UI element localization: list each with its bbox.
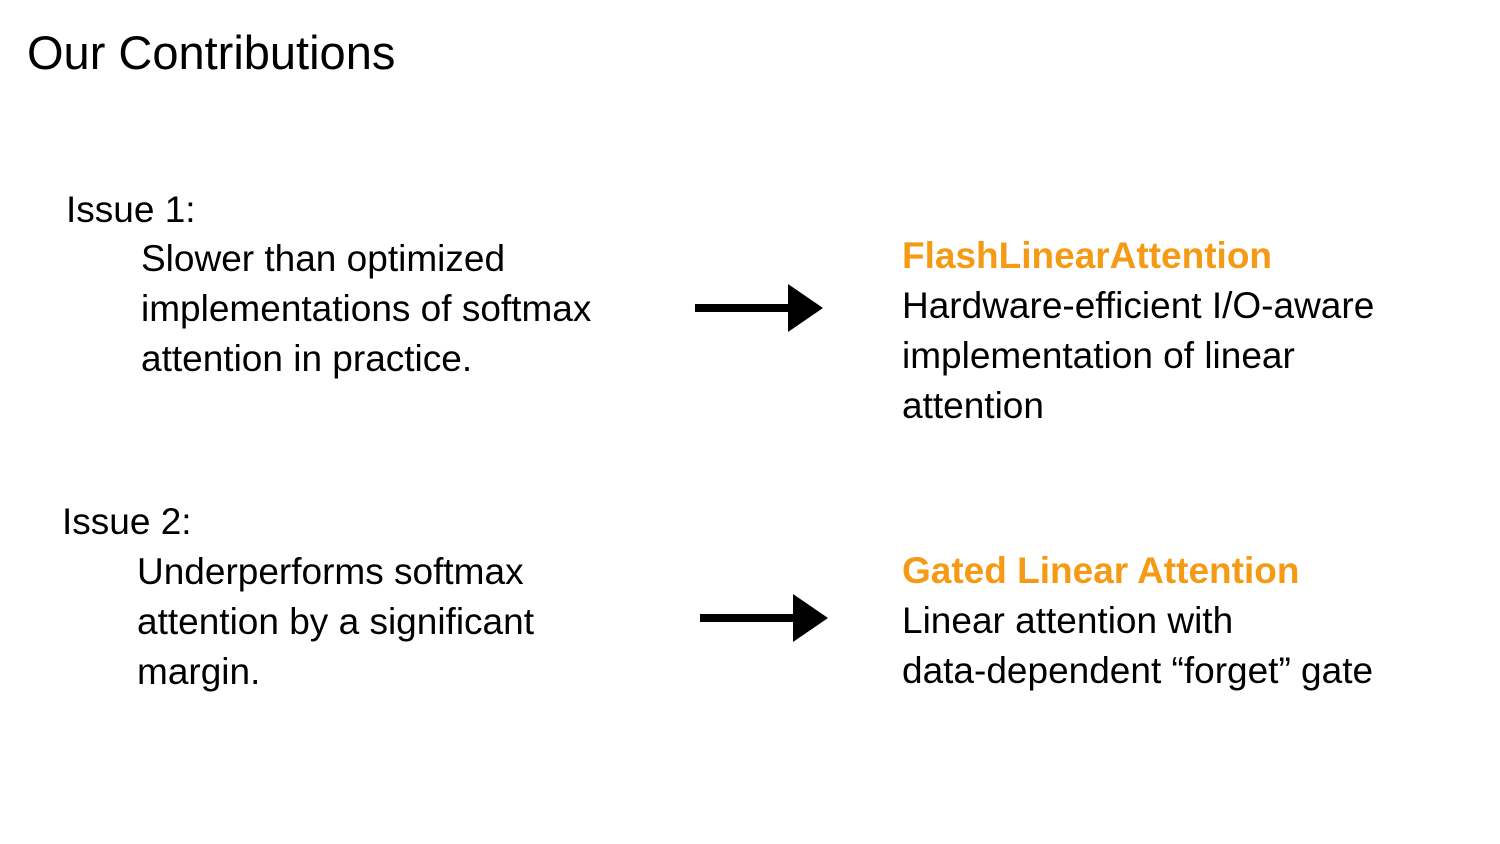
right-arrow-icon <box>695 284 823 332</box>
slide-title: Our Contributions <box>27 26 396 79</box>
issue-1-line: Slower than optimized <box>141 238 506 279</box>
issue-2-line: attention by a significant <box>137 601 534 642</box>
issue-1-line: implementations of softmax <box>141 288 592 329</box>
solution-2-line: Linear attention with <box>902 600 1234 641</box>
issue-2-description: Underperforms softmax attention by a sig… <box>137 547 534 697</box>
issue-2-label: Issue 2: <box>62 501 192 542</box>
issue-1-description: Slower than optimized implementations of… <box>141 234 591 384</box>
solution-2-title: Gated Linear Attention <box>902 550 1300 591</box>
solution-1-title: FlashLinearAttention <box>902 235 1273 276</box>
solution-1-line: attention <box>902 385 1044 426</box>
issue-2-line: margin. <box>137 651 261 692</box>
issue-1-label: Issue 1: <box>66 189 196 230</box>
right-arrow-icon <box>700 594 828 642</box>
issue-2-line: Underperforms softmax <box>137 551 524 592</box>
solution-1-description: Hardware-efficient I/O-aware implementat… <box>902 281 1374 431</box>
solution-1-line: implementation of linear <box>902 335 1295 376</box>
solution-1-line: Hardware-efficient I/O-aware <box>902 285 1375 326</box>
issue-1-line: attention in practice. <box>141 338 473 379</box>
solution-2-description: Linear attention with data-dependent “fo… <box>902 596 1373 696</box>
solution-2-line: data-dependent “forget” gate <box>902 650 1374 691</box>
